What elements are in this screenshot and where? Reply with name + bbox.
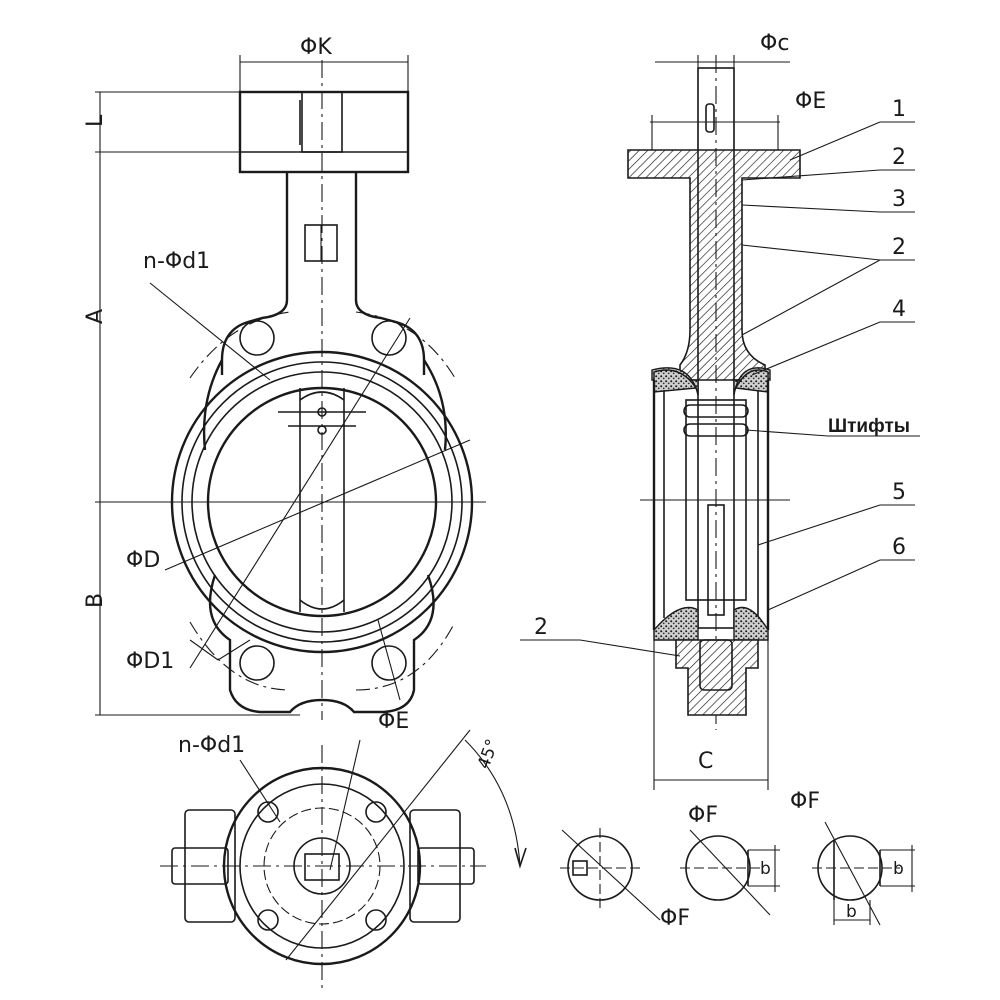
label-n-phi-d1-bottom: n-Φd1 [178, 733, 245, 758]
side-bottom-boss [675, 639, 759, 716]
side-section-view: Φc ΦE C Штифты 1 2 3 2 4 5 6 2 [520, 31, 920, 790]
label-b-3: b [846, 902, 857, 922]
bolt-hole [371, 645, 407, 681]
label-phi-f-1: ΦF [660, 906, 690, 931]
label-angle-45: 45° [474, 737, 503, 772]
bolt-hole [257, 909, 279, 931]
callout-5: 5 [892, 480, 906, 505]
callout-2a: 2 [892, 145, 906, 170]
front-view: ΦK L A B n-Φd1 ΦD ΦD1 ΦE [83, 35, 486, 734]
label-pins: Штифты [828, 416, 910, 437]
label-a: A [83, 309, 108, 324]
label-phi-e-side: ΦE [795, 89, 826, 114]
callout-2b: 2 [892, 235, 906, 260]
label-l: L [83, 114, 108, 127]
shaft-detail-key: ΦF [560, 828, 690, 931]
label-b-1: b [760, 859, 771, 879]
callout-4: 4 [892, 297, 906, 322]
callout-2c: 2 [534, 615, 548, 640]
label-phi-f-3: ΦF [790, 789, 820, 814]
label-n-phi-d1-front: n-Φd1 [143, 249, 210, 274]
label-phi-k: ΦK [300, 35, 332, 60]
label-phi-e-front: ΦE [378, 709, 409, 734]
bolt-hole [371, 320, 407, 356]
bottom-view: n-Φd1 45° [160, 729, 527, 990]
label-b-2: b [893, 859, 904, 879]
label-phi-c: Φc [760, 31, 789, 56]
callout-1: 1 [892, 97, 906, 122]
callout-6: 6 [892, 535, 906, 560]
label-phi-d: ΦD [126, 548, 160, 573]
side-top-flange [627, 149, 801, 381]
label-b: B [83, 593, 108, 608]
shaft-detail-double-flat: ΦF b b [790, 789, 915, 926]
bolt-hole [239, 645, 275, 681]
label-c: C [698, 749, 713, 774]
bolt-hole [257, 801, 279, 823]
bolt-hole [365, 801, 387, 823]
lower-seal [653, 606, 699, 641]
bolt-hole [365, 909, 387, 931]
bolt-hole [239, 320, 275, 356]
label-phi-f-2: ΦF [688, 803, 718, 828]
top-flange [238, 90, 410, 174]
label-phi-d1: ΦD1 [126, 649, 174, 674]
callout-3: 3 [892, 187, 906, 212]
shaft-detail-flat: ΦF b [680, 803, 780, 916]
